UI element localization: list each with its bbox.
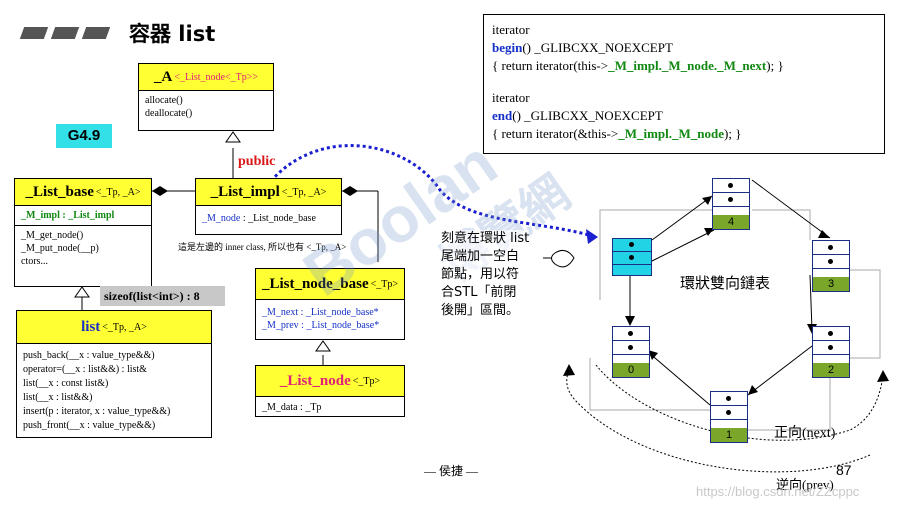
backward-label: 逆向(prev) — [776, 477, 834, 492]
class-list-base: _List_base <_Tp, _A> _M_impl : _List_imp… — [14, 178, 152, 287]
class-list: list <_Tp, _A> push_back(__x : value_typ… — [16, 310, 212, 438]
public-label: public — [238, 154, 276, 169]
class-list-node-base: _List_node_base <_Tp> _M_next : _List_no… — [255, 268, 405, 340]
ring-callout: 刻意在環狀 list 尾端加一空白 節點，用以符 合STL「前閉 後開」區間。 — [441, 230, 530, 320]
ring-node: 3 — [812, 240, 850, 292]
ring-title: 環狀雙向鏈表 — [680, 274, 771, 292]
ring-empty-node — [612, 238, 652, 276]
watermark-url: https://blog.csdn.net/ZZcppc — [696, 484, 860, 499]
class-list-node: _List_node <_Tp> _M_data : _Tp — [255, 365, 405, 417]
slide-title: 容器 list — [19, 18, 215, 48]
version-badge: G4.9 — [56, 124, 112, 148]
footer-author: — 侯捷 — — [424, 464, 479, 478]
sizeof-label: sizeof(list<int>) : 8 — [100, 286, 225, 306]
code-box: iterator begin() _GLIBCXX_NOEXCEPT { ret… — [483, 14, 885, 154]
ring-node: 2 — [812, 326, 850, 378]
page-number: 87 — [836, 462, 852, 478]
forward-label: 正向(next) — [774, 426, 836, 441]
class-list-impl: _List_impl <_Tp, _A> _M_node : _List_nod… — [195, 178, 342, 235]
ring-node: 4 — [712, 178, 750, 230]
inner-class-note: 這是左邊的 inner class, 所以也有 <_Tp, _A> — [178, 242, 347, 252]
ring-node: 0 — [612, 326, 650, 378]
class-allocator: _A <_List_node<_Tp>> allocate() dealloca… — [138, 63, 274, 131]
ring-node: 1 — [710, 391, 748, 443]
